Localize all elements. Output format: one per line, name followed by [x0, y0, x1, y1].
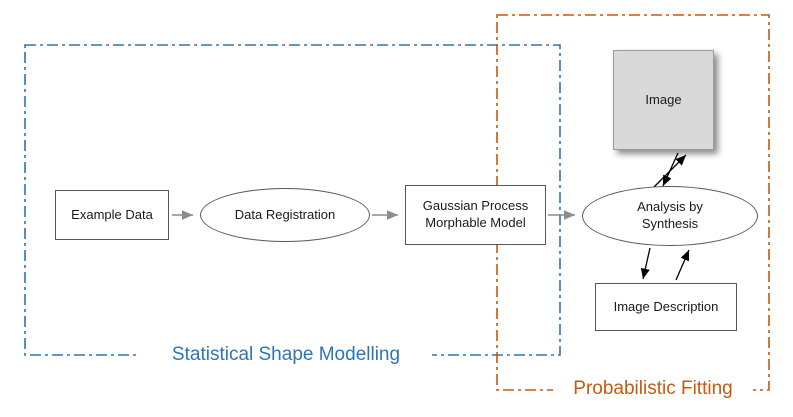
statistical-shape-modelling-label: Statistical Shape Modelling	[140, 343, 432, 367]
node-analysis-label: Analysis by Synthesis	[637, 199, 703, 231]
node-gpmm-label: Gaussian Process Morphable Model	[422, 198, 529, 230]
node-data-registration-label: Data Registration	[234, 206, 336, 222]
node-example-data: Example Data	[55, 190, 169, 240]
edge-image-description-to-analysis	[675, 249, 690, 281]
node-analysis-by-synthesis: Analysis by Synthesis	[582, 186, 758, 246]
probabilistic-fitting-label: Probabilistic Fitting	[553, 377, 753, 401]
node-image-description: Image Description	[595, 283, 737, 331]
node-image-description-label: Image Description	[613, 298, 719, 314]
node-example-data-label: Example Data	[71, 206, 153, 222]
node-image: Image	[613, 50, 714, 150]
node-gaussian-process-morphable-model: Gaussian Process Morphable Model	[405, 185, 546, 245]
ssm-container-border	[24, 44, 561, 356]
edge-analysis-to-image-description	[640, 247, 651, 280]
node-image-label: Image	[645, 91, 682, 107]
edge-image-to-analysis	[662, 152, 679, 187]
node-data-registration: Data Registration	[200, 188, 370, 242]
